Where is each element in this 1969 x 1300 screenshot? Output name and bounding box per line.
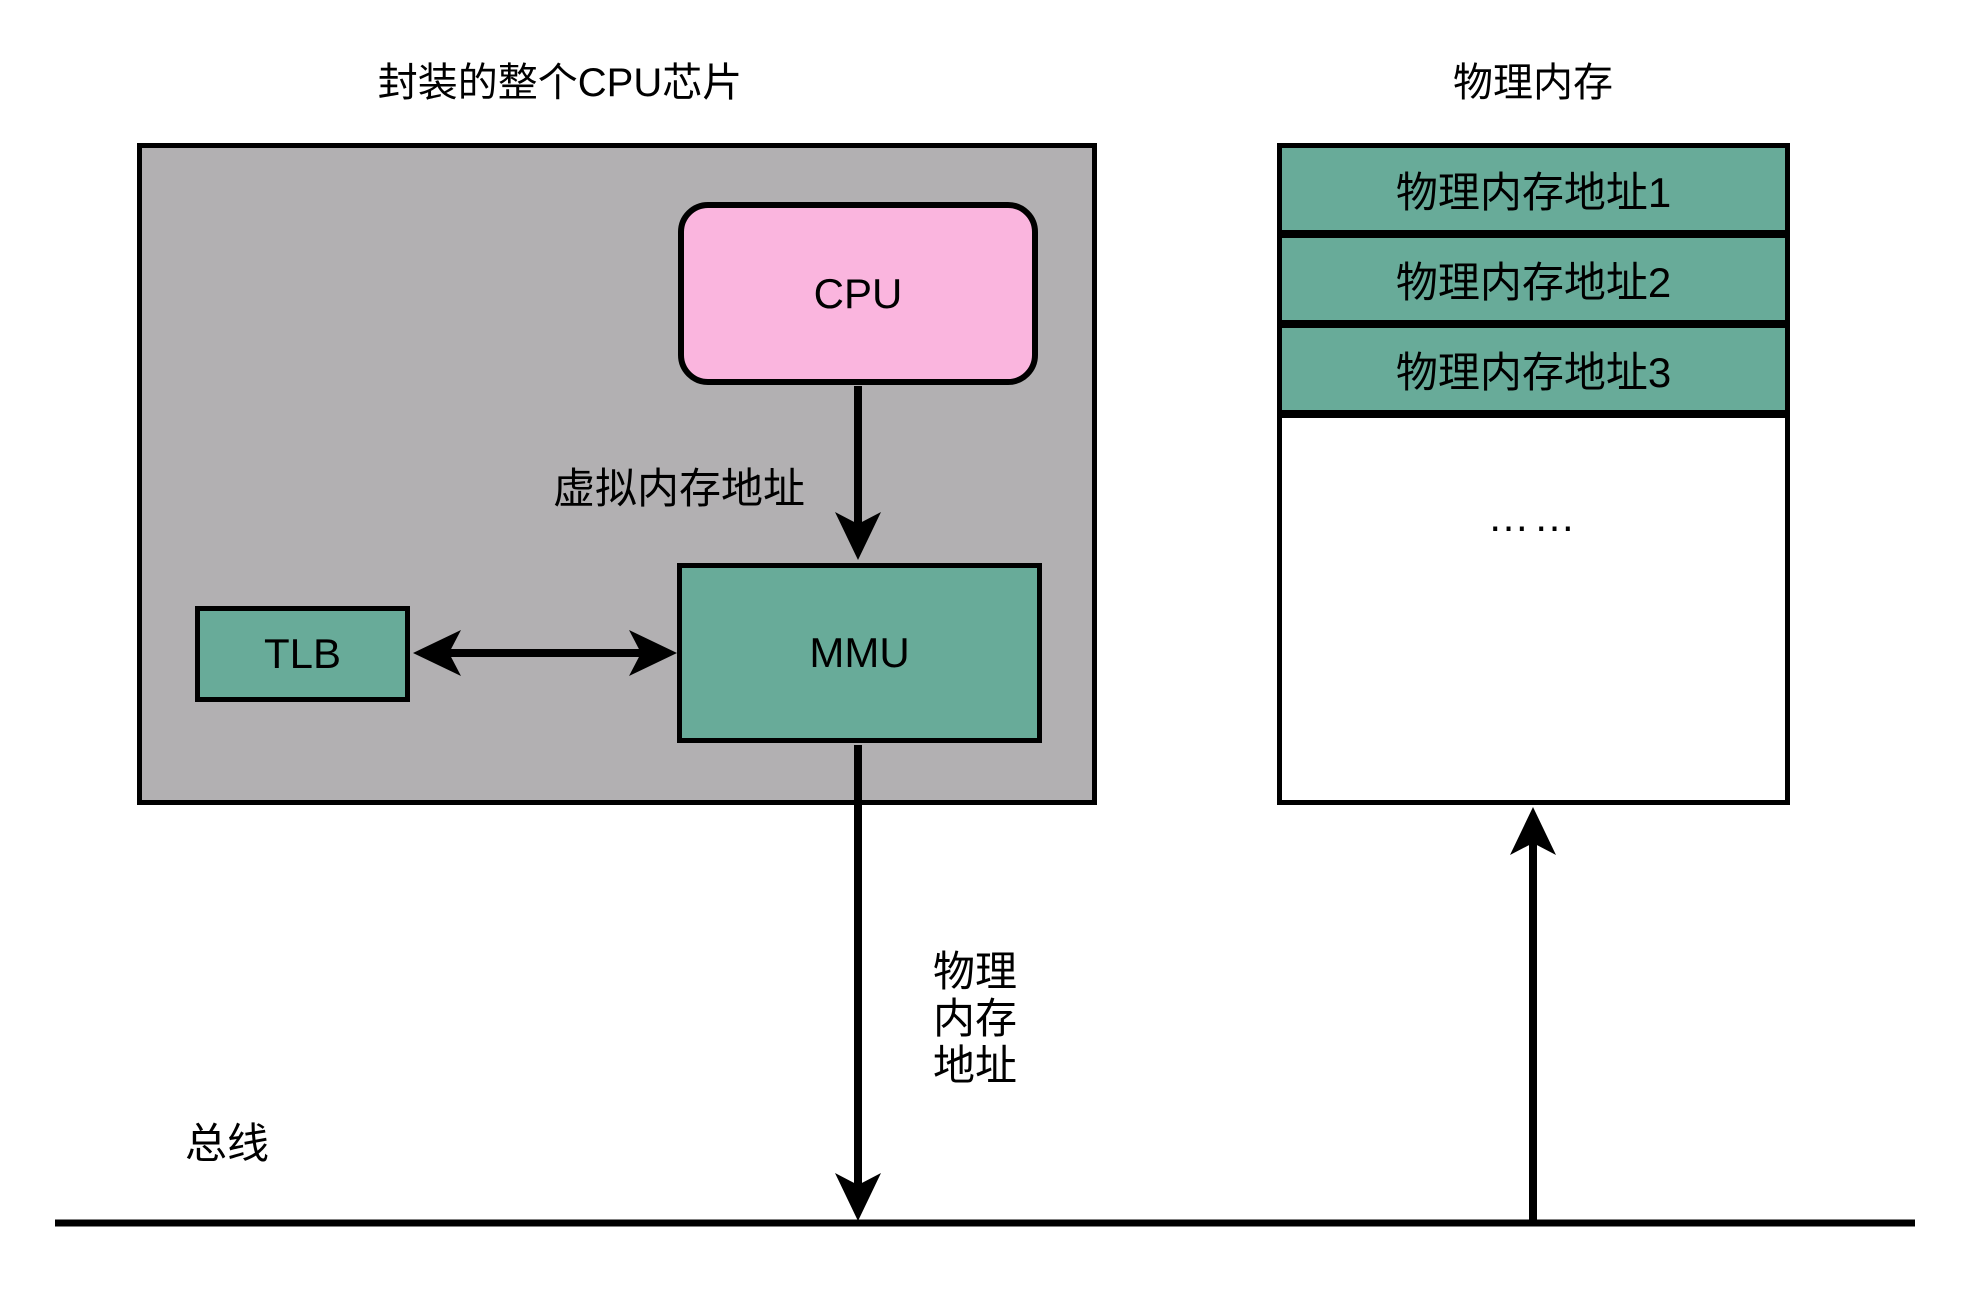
- tlb-box: TLB: [195, 606, 410, 702]
- memory-row-label: 物理内存地址2: [1395, 258, 1672, 306]
- bus-label: 总线: [185, 1120, 270, 1167]
- memory-row-label: 物理内存地址1: [1395, 168, 1672, 216]
- cpu-label: CPU: [813, 269, 903, 317]
- bus-to-memory-arrow: [1510, 807, 1556, 1220]
- cpu-chip-title: 封装的整个CPU芯片: [377, 61, 743, 105]
- memory-row: 物理内存地址2: [1282, 238, 1785, 328]
- physical-memory-title: 物理内存: [1453, 61, 1613, 105]
- tlb-label: TLB: [263, 630, 342, 677]
- memory-row-label: 物理内存地址3: [1395, 348, 1672, 396]
- memory-row: 物理内存地址1: [1282, 148, 1785, 238]
- mmu-box: MMU: [677, 563, 1042, 743]
- cpu-box: CPU: [678, 202, 1038, 385]
- virtual-address-label: 虚拟内存地址: [553, 465, 806, 512]
- mmu-to-bus-arrow: [835, 745, 881, 1221]
- memory-ellipsis: ……: [1487, 493, 1580, 540]
- mmu-label: MMU: [809, 629, 910, 676]
- physical-memory-box: 物理内存地址1 物理内存地址2 物理内存地址3 ……: [1277, 143, 1790, 805]
- physical-address-label: 物理 内存 地址: [933, 948, 1018, 1089]
- memory-row: 物理内存地址3: [1282, 328, 1785, 418]
